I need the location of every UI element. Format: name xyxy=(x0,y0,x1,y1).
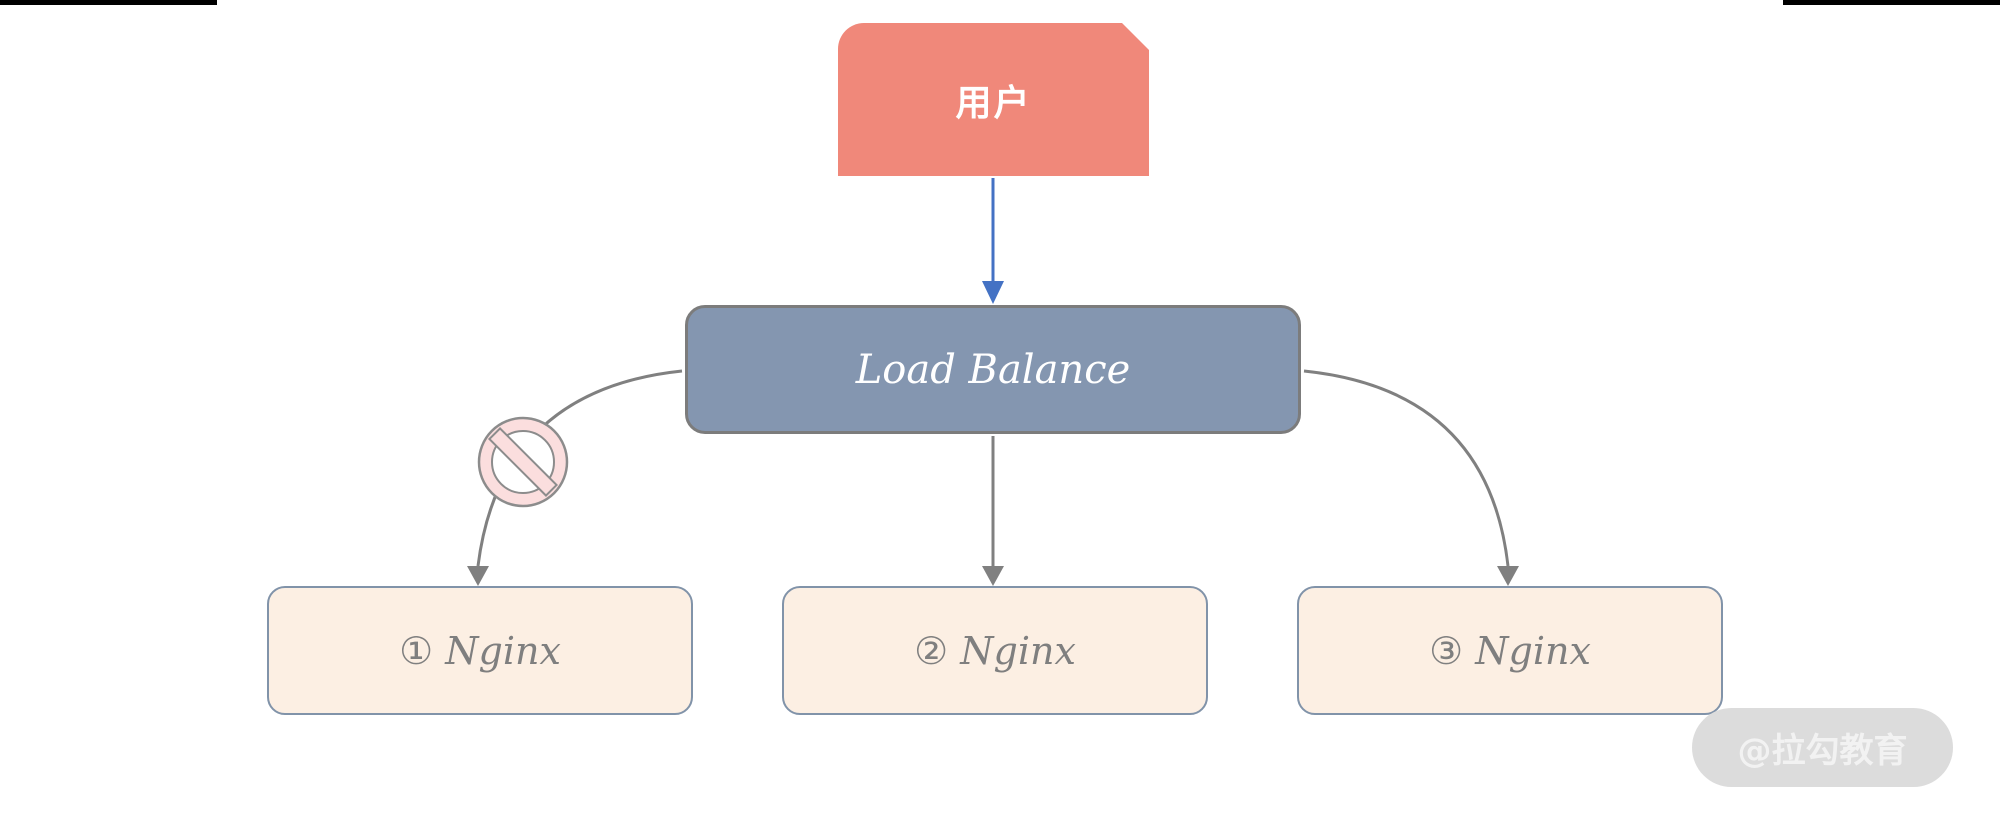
top-right-bar xyxy=(1783,0,2000,5)
prohibited-icon xyxy=(477,416,569,508)
node-load-balancer-label: Load Balance xyxy=(855,346,1131,393)
watermark-label: @拉勾教育 xyxy=(1737,731,1908,771)
node-nginx-1: ① Nginx xyxy=(267,586,693,715)
arrow-lb-to-nginx2 xyxy=(982,436,1004,586)
arrow-lb-to-nginx3 xyxy=(1303,369,1519,586)
node-nginx-3: ③ Nginx xyxy=(1297,586,1723,715)
arrow-user-to-lb xyxy=(982,178,1004,304)
node-user: 用户 xyxy=(838,23,1149,176)
watermark-badge: @拉勾教育 xyxy=(1692,708,1953,787)
arrow-lb-to-nginx1 xyxy=(467,369,683,586)
node-user-label: 用户 xyxy=(955,81,1032,124)
node-nginx-3-label: ③ Nginx xyxy=(1429,628,1591,673)
node-nginx-1-label: ① Nginx xyxy=(399,628,561,673)
top-left-bar xyxy=(0,0,217,5)
node-nginx-2: ② Nginx xyxy=(782,586,1208,715)
node-load-balancer: Load Balance xyxy=(685,305,1301,434)
node-nginx-2-label: ② Nginx xyxy=(914,628,1076,673)
